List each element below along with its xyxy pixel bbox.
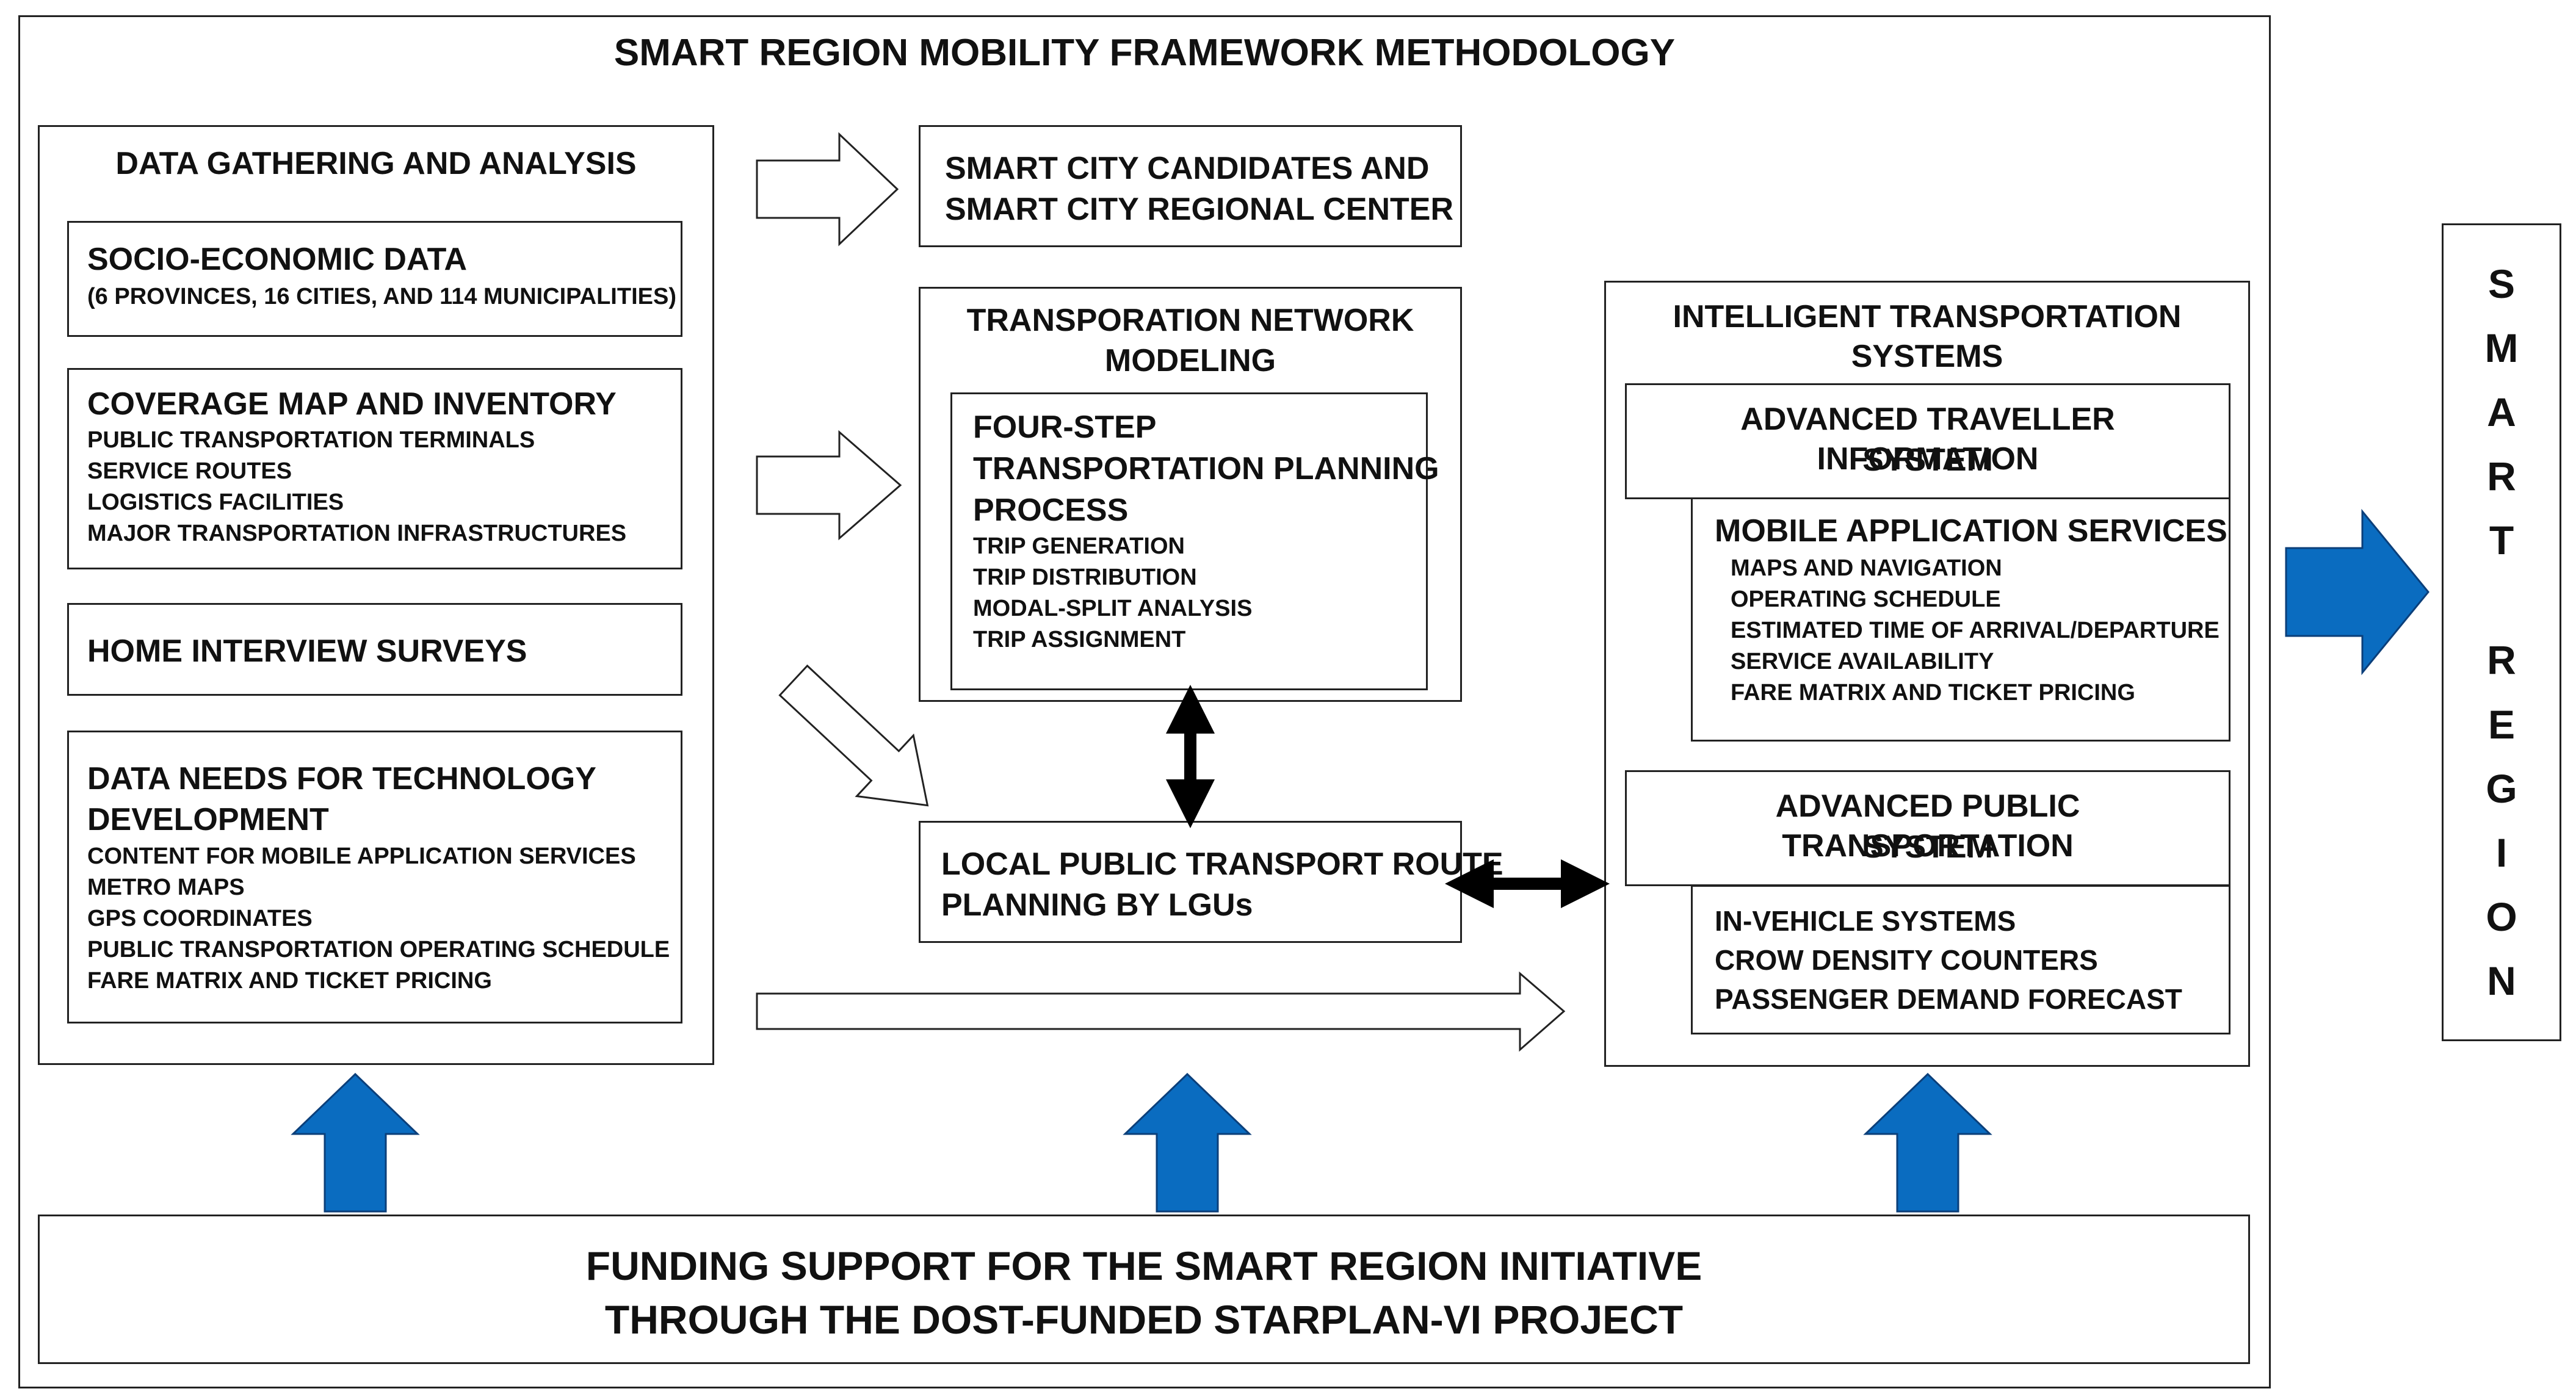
list-item: MAPS AND NAVIGATION [1731,555,2002,581]
funding-box: FUNDING SUPPORT FOR THE SMART REGION INI… [38,1215,2250,1364]
atis-line1: ADVANCED TRAVELLER INFORMATION [1740,402,2115,477]
blue-arrow-to-smart-region [2285,508,2429,676]
hollow-arrow-to-network-modeling [756,430,902,541]
hollow-arrow-to-its [756,971,1566,1052]
socio-economic-subtitle: (6 PROVINCES, 16 CITIES, AND 114 MUNICIP… [87,284,676,309]
apts-box: ADVANCED PUBLIC TRANSPORTATION SYSTEM [1625,770,2230,886]
smart-region-letters: S M A R T R E G I O N [2444,240,2560,1025]
letter: M [2484,325,2519,371]
home-interview-box: HOME INTERVIEW SURVEYS [67,603,682,696]
four-step-list: TRIP GENERATION TRIP DISTRIBUTION MODAL-… [973,531,1252,655]
smart-city-line1: SMART CITY CANDIDATES AND [945,151,1430,186]
network-modeling-title-line1: TRANSPORATION NETWORK [966,303,1414,338]
coverage-map-box: COVERAGE MAP AND INVENTORY PUBLIC TRANSP… [67,368,682,569]
data-needs-list: CONTENT FOR MOBILE APPLICATION SERVICES … [87,841,670,997]
list-item: FARE MATRIX AND TICKET PRICING [1731,680,2135,706]
list-item: FARE MATRIX AND TICKET PRICING [87,968,492,994]
list-item: PASSENGER DEMAND FORECAST [1715,983,2182,1015]
letter: G [2486,765,2517,811]
four-step-title-line2: TRANSPORTATION PLANNING [973,451,1439,486]
smart-city-line2: SMART CITY REGIONAL CENTER [945,192,1454,227]
letter: A [2487,389,2516,435]
list-item: TRIP DISTRIBUTION [973,565,1197,590]
data-needs-box: DATA NEEDS FOR TECHNOLOGY DEVELOPMENT CO… [67,731,682,1023]
funding-line1: FUNDING SUPPORT FOR THE SMART REGION INI… [585,1243,1702,1288]
four-step-box: FOUR-STEP TRANSPORTATION PLANNING PROCES… [950,392,1439,690]
home-interview-title: HOME INTERVIEW SURVEYS [87,634,527,669]
list-item: OPERATING SCHEDULE [1731,587,2001,612]
local-planning-line2: PLANNING BY LGUs [941,887,1253,923]
list-item: MODAL-SPLIT ANALYSIS [973,596,1253,621]
blue-arrow-funding-to-its [1863,1072,1992,1213]
list-item: ESTIMATED TIME OF ARRIVAL/DEPARTURE [1731,618,2220,643]
letter: S [2487,261,2516,307]
list-item: METRO MAPS [87,875,245,900]
list-item: CONTENT FOR MOBILE APPLICATION SERVICES [87,843,636,869]
apts-line1: ADVANCED PUBLIC TRANSPORTATION [1775,789,2080,864]
in-vehicle-box: IN-VEHICLE SYSTEMS CROW DENSITY COUNTERS… [1691,885,2230,1034]
local-planning-line1: LOCAL PUBLIC TRANSPORT ROUTE [941,847,1503,882]
in-vehicle-list: IN-VEHICLE SYSTEMS CROW DENSITY COUNTERS… [1715,901,2182,1019]
hollow-arrow-to-local-planning [778,664,929,807]
four-step-title-line1: FOUR-STEP [973,410,1157,445]
local-planning-box: LOCAL PUBLIC TRANSPORT ROUTE PLANNING BY… [919,821,1503,943]
blue-arrow-funding-to-network [1123,1072,1252,1213]
socio-economic-box: SOCIO-ECONOMIC DATA (6 PROVINCES, 16 CIT… [67,221,682,337]
letter: R [2487,453,2516,499]
coverage-map-list: PUBLIC TRANSPORTATION TERMINALS SERVICE … [87,425,626,549]
list-item: LOGISTICS FACILITIES [87,489,344,515]
atis-box: ADVANCED TRAVELLER INFORMATION SYSTEM [1625,383,2230,499]
list-item: SERVICE ROUTES [87,458,292,484]
four-step-title-line3: PROCESS [973,493,1129,528]
list-item: SERVICE AVAILABILITY [1731,649,1994,674]
data-gathering-title: DATA GATHERING AND ANALYSIS [115,146,637,181]
letter: O [2486,893,2517,939]
letter: T [2489,518,2514,563]
atis-line2: SYSTEM [1862,442,1993,478]
mobile-services-title: MOBILE APPLICATION SERVICES [1715,513,2227,549]
list-item: MAJOR TRANSPORTATION INFRASTRUCTURES [87,521,627,546]
socio-economic-title: SOCIO-ECONOMIC DATA [87,242,468,277]
letter: I [2495,829,2508,875]
list-item: TRIP ASSIGNMENT [973,627,1186,652]
list-item: IN-VEHICLE SYSTEMS [1715,905,2016,937]
apts-line2: SYSTEM [1862,829,1993,865]
its-title: INTELLIGENT TRANSPORTATION SYSTEMS [1673,299,2182,374]
smart-city-box: SMART CITY CANDIDATES AND SMART CITY REG… [919,125,1462,247]
hollow-arrow-to-smart-city [756,132,899,247]
data-needs-title-line2: DEVELOPMENT [87,802,329,837]
smart-region-box: S M A R T R E G I O N [2442,223,2561,1041]
blue-arrow-funding-to-data [291,1072,420,1213]
letter: N [2487,958,2516,1003]
list-item: PUBLIC TRANSPORTATION OPERATING SCHEDULE [87,937,670,962]
mobile-services-box: MOBILE APPLICATION SERVICES MAPS AND NAV… [1691,497,2230,742]
letter: E [2487,701,2516,747]
mobile-services-list: MAPS AND NAVIGATION OPERATING SCHEDULE E… [1731,553,2220,709]
list-item: PUBLIC TRANSPORTATION TERMINALS [87,427,535,453]
list-item: GPS COORDINATES [87,906,313,931]
coverage-map-title: COVERAGE MAP AND INVENTORY [87,386,617,422]
list-item: TRIP GENERATION [973,533,1185,559]
list-item: CROW DENSITY COUNTERS [1715,944,2098,976]
diagram-title: SMART REGION MOBILITY FRAMEWORK METHODOL… [613,32,1676,74]
data-needs-title-line1: DATA NEEDS FOR TECHNOLOGY [87,761,596,796]
letter: R [2487,637,2516,683]
network-modeling-title-line2: MODELING [1104,343,1276,378]
funding-line2: THROUGH THE DOST-FUNDED STARPLAN-VI PROJ… [604,1297,1684,1342]
